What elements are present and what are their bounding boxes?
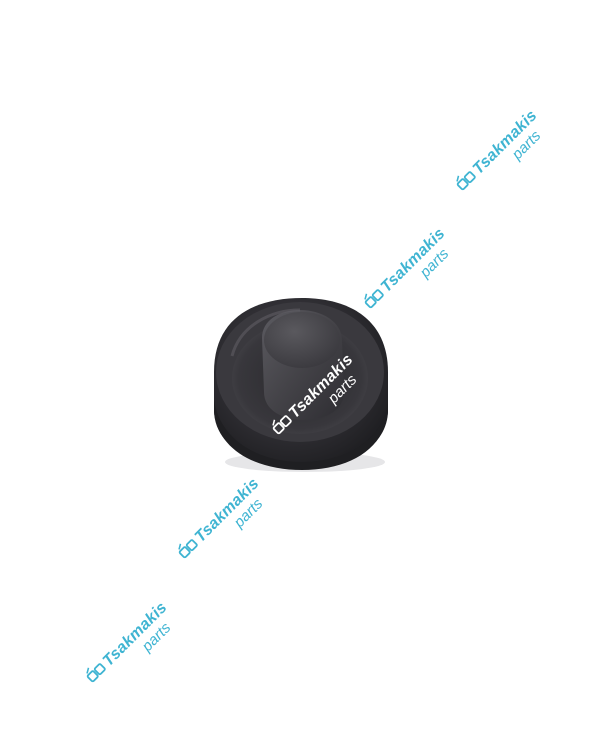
tsakmakis-logo-icon — [456, 171, 476, 191]
rim-highlight — [230, 308, 301, 357]
bushing-stem-top — [264, 312, 340, 368]
watermark: Tsakmakis parts — [358, 213, 471, 326]
watermark: Tsakmakis parts — [450, 95, 563, 208]
watermark: Tsakmakis parts — [172, 463, 285, 576]
watermark: Tsakmakis parts — [266, 339, 379, 452]
tsakmakis-logo-icon — [272, 415, 292, 435]
watermark: Tsakmakis parts — [80, 587, 193, 700]
tsakmakis-logo-icon — [364, 289, 384, 309]
tsakmakis-logo-icon — [86, 663, 106, 683]
tsakmakis-logo-icon — [178, 539, 198, 559]
